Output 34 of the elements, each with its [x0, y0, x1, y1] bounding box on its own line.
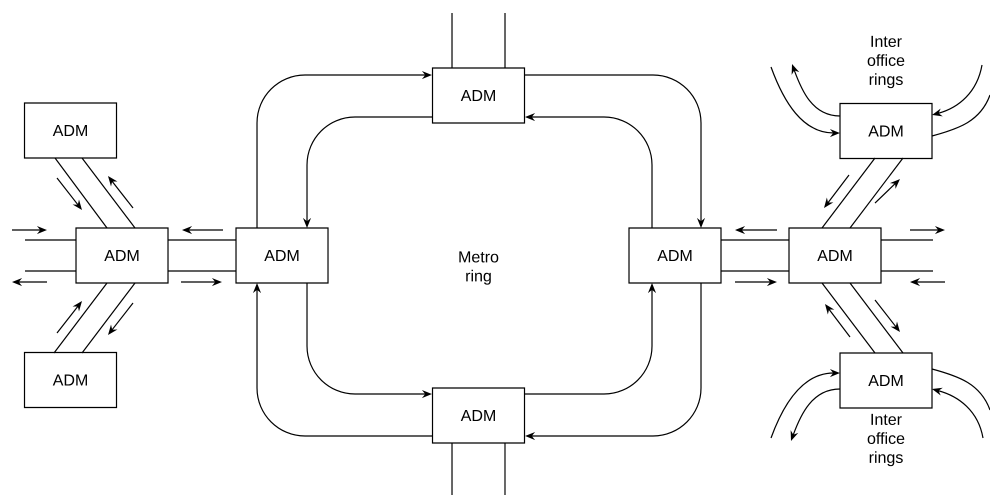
ring-line: [932, 368, 990, 410]
fiber-line: [82, 282, 136, 354]
adm-box: ADM: [432, 67, 526, 124]
adm-box: ADM: [24, 102, 118, 159]
fiber-line: [822, 282, 876, 354]
adm-box: ADM: [432, 387, 526, 444]
fiber-line: [54, 282, 108, 354]
fiber-line: [504, 13, 506, 68]
ring-label: Inter office rings: [868, 36, 904, 88]
fiber-line: [822, 158, 876, 228]
fiber-line: [451, 443, 453, 495]
adm-box: ADM: [628, 227, 722, 284]
adm-box: ADM: [839, 352, 933, 409]
fiber-line: [82, 158, 136, 228]
fiber-line: [721, 270, 789, 272]
adm-box: ADM: [24, 352, 118, 408]
ring-label: Metro ring: [459, 251, 498, 285]
fiber-line: [850, 282, 904, 354]
fiber-line: [168, 239, 236, 241]
adm-box: ADM: [839, 102, 933, 160]
adm-box: ADM: [235, 227, 329, 284]
fiber-line: [25, 270, 76, 272]
adm-box: ADM: [75, 227, 169, 284]
ring-line: [932, 94, 990, 137]
fiber-line: [881, 270, 933, 272]
fiber-line: [881, 239, 933, 241]
fiber-line: [721, 239, 789, 241]
fiber-line: [504, 443, 506, 495]
fiber-line: [850, 158, 904, 228]
fiber-line: [168, 270, 236, 272]
adm-box: ADM: [788, 227, 882, 284]
fiber-line: [25, 239, 76, 241]
fiber-line: [54, 158, 108, 228]
fiber-line: [451, 13, 453, 68]
